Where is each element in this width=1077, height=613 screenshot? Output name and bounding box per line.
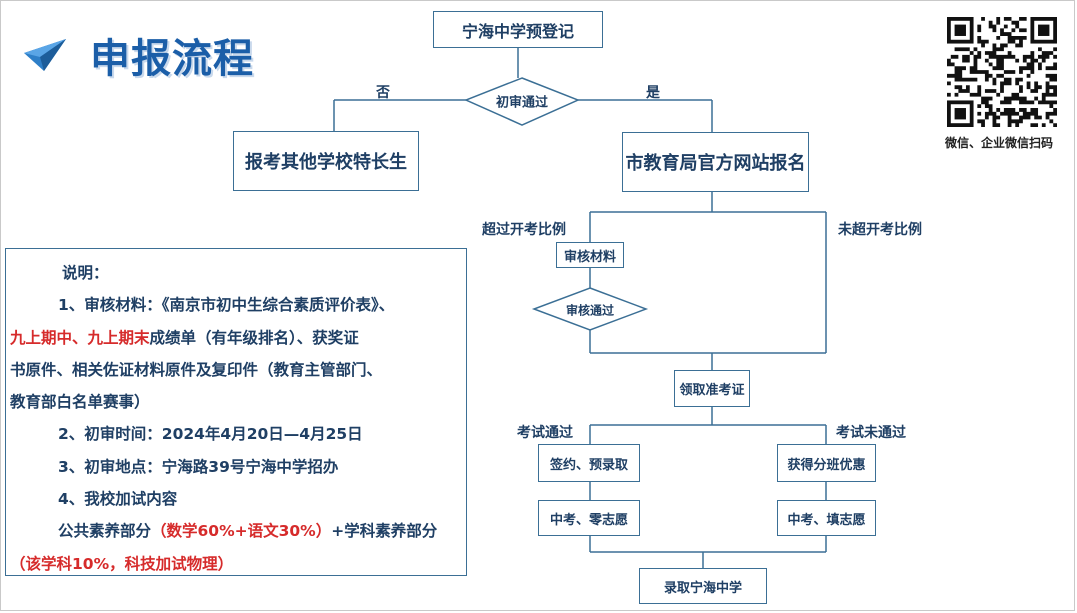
notes-item-3: 3、初审地点：宁海路39号宁海中学招办 [58, 457, 339, 476]
notes-item-1: 1、审核材料：《南京市初中生综合素质评价表》、 [58, 296, 395, 315]
notes-panel: 说明： 1、审核材料：《南京市初中生综合素质评价表》、 九上期中、九上期末成绩单… [5, 248, 467, 576]
notes-item-4-detail2: （该学科10%，科技加试物理） [10, 554, 234, 573]
qr-code [947, 17, 1057, 127]
notes-item-1-cont3: 教育部白名单赛事） [10, 393, 150, 412]
initial-review-diamond [464, 77, 580, 126]
review-passed-diamond [531, 287, 649, 331]
exam-passed-label: 考试通过 [517, 425, 573, 441]
get-ticket-box: 领取准考证 [674, 370, 750, 407]
yes-label: 是 [646, 85, 660, 101]
notes-item-4-detail: 公共素养部分（数学60%+语文30%）+学科素养部分 [58, 522, 438, 541]
notes-heading: 说明： [62, 264, 109, 282]
online-signup-box: 市教育局官方网站报名 [622, 132, 809, 192]
zhongkao-fill-box: 中考、填志愿 [777, 500, 876, 536]
not-over-ratio-label: 未超开考比例 [838, 222, 922, 238]
start-box: 宁海中学预登记 [433, 11, 603, 48]
paper-plane-icon [24, 39, 66, 71]
over-ratio-label: 超过开考比例 [482, 222, 566, 238]
review-passed-label: 审核通过 [565, 303, 615, 318]
notes-item-2: 2、初审时间：2024年4月20日—4月25日 [58, 425, 363, 444]
notes-item-1-cont2: 书原件、相关佐证材料原件及复印件（教育主管部门、 [10, 360, 383, 379]
initial-review-label: 初审通过 [495, 95, 549, 111]
title-area: 申报流程 [22, 26, 254, 84]
review-materials-box: 审核材料 [556, 242, 624, 268]
zhongkao-zero-box: 中考、零志愿 [538, 500, 640, 536]
other-school-box: 报考其他学校特长生 [233, 131, 419, 191]
no-label: 否 [376, 85, 390, 101]
notes-item-1-cont: 九上期中、九上期末成绩单（有年级排名）、获奖证 [10, 328, 359, 347]
exam-failed-label: 考试未通过 [836, 425, 906, 441]
class-benefit-box: 获得分班优惠 [777, 444, 876, 482]
sign-pre-admit-box: 签约、预录取 [538, 444, 640, 482]
admitted-box: 录取宁海中学 [639, 568, 767, 604]
qr-caption: 微信、企业微信扫码 [945, 136, 1054, 150]
page-title: 申报流程 [90, 35, 254, 82]
notes-item-4: 4、我校加试内容 [58, 490, 178, 509]
